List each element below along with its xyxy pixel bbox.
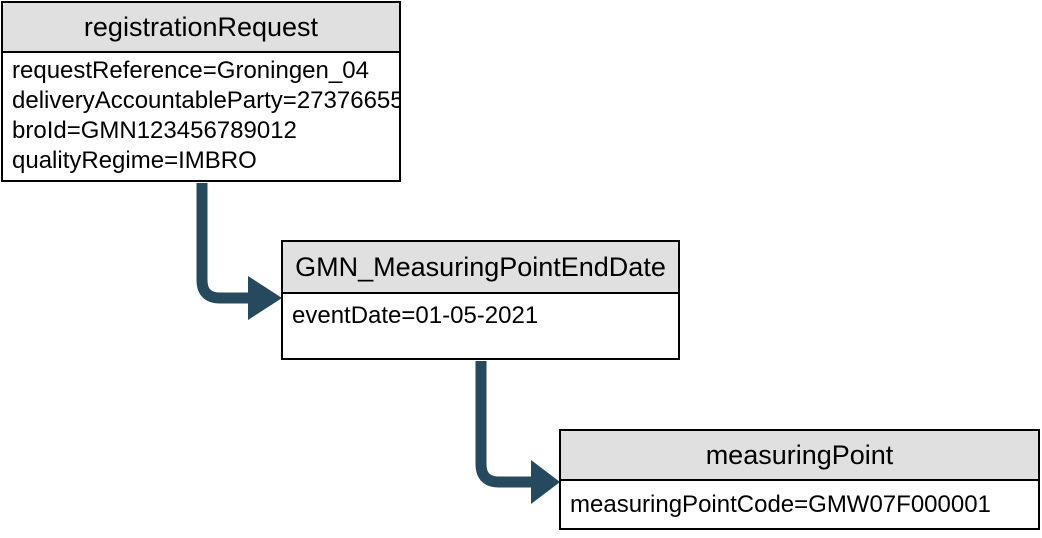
node-title: GMN_MeasuringPointEndDate bbox=[283, 242, 678, 294]
field-event-date: eventDate=01-05-2021 bbox=[292, 302, 539, 329]
edge-arrow-registration-to-enddate bbox=[196, 183, 282, 320]
arrowhead-icon bbox=[248, 276, 282, 320]
edge-arrow-enddate-to-measuringpoint bbox=[475, 361, 560, 504]
field-bro-id: broId=GMN123456789012 bbox=[12, 117, 297, 144]
node-measuring-point: measuringPoint measuringPointCode=GMW07F… bbox=[559, 429, 1040, 530]
arrowhead-icon bbox=[531, 460, 560, 504]
node-fields: measuringPointCode=GMW07F000001 bbox=[561, 481, 1038, 528]
field-quality-regime: qualityRegime=IMBRO bbox=[12, 147, 257, 174]
node-title: registrationRequest bbox=[3, 3, 399, 53]
node-fields: requestReference=Groningen_04 deliveryAc… bbox=[3, 53, 399, 180]
node-fields: eventDate=01-05-2021 bbox=[283, 294, 678, 358]
node-title: measuringPoint bbox=[561, 431, 1038, 481]
field-request-reference: requestReference=Groningen_04 bbox=[12, 57, 369, 84]
field-delivery-accountable-party: deliveryAccountableParty=27376655 bbox=[12, 87, 399, 114]
node-registration-request: registrationRequest requestReference=Gro… bbox=[1, 1, 401, 182]
field-measuring-point-code: measuringPointCode=GMW07F000001 bbox=[570, 491, 991, 518]
node-gmn-measuring-point-end-date: GMN_MeasuringPointEndDate eventDate=01-0… bbox=[281, 240, 680, 360]
